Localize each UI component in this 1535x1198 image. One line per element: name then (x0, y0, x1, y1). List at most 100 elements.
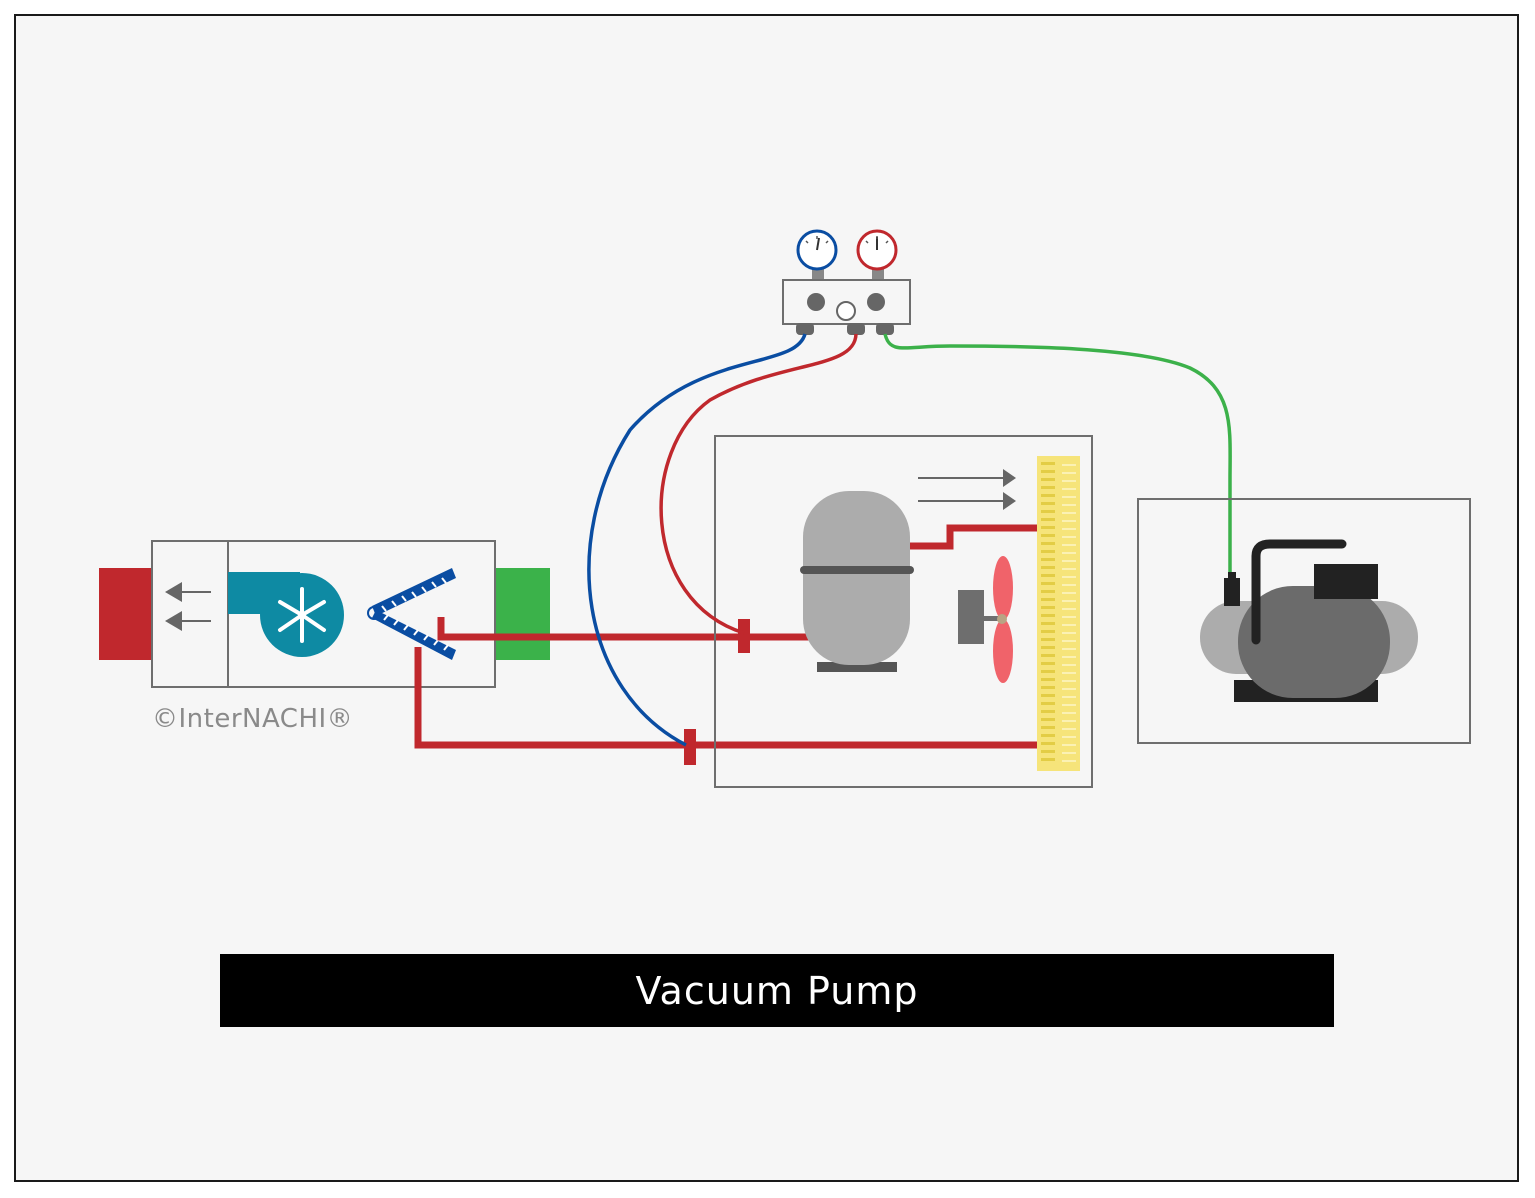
coil-fin (1062, 656, 1076, 658)
coil-fin (1062, 480, 1076, 482)
compressor-icon (800, 491, 914, 672)
coil-fin (1062, 496, 1076, 498)
indoor-air-handler (99, 540, 550, 688)
vacuum-hose (883, 333, 1232, 572)
coil-fin (1062, 648, 1076, 650)
condenser-coil (1037, 456, 1080, 771)
high-side-hose (659, 333, 858, 635)
coil-fin (1041, 462, 1055, 465)
coil-fin (1062, 528, 1076, 530)
coil-fin (1041, 542, 1055, 545)
coil-fin (1041, 486, 1055, 489)
coil-fin (1041, 574, 1055, 577)
manifold-gauge-set (782, 229, 911, 335)
coil-fin (1041, 478, 1055, 481)
coil-fin (1062, 632, 1076, 634)
coil-fin (1041, 470, 1055, 473)
coil-fin (1062, 544, 1076, 546)
coil-fin (1041, 526, 1055, 529)
pressure-gauge-icon (856, 229, 898, 271)
pressure-gauge-icon (796, 229, 838, 271)
supply-plenum (99, 568, 153, 660)
condensing-unit (714, 435, 1093, 788)
coil-fin (1041, 638, 1055, 641)
coil-fin (1062, 464, 1076, 466)
coil-fin (1062, 752, 1076, 754)
suction-service-port (738, 619, 750, 653)
coil-fin (1041, 758, 1055, 761)
condenser-cabinet (714, 435, 1093, 788)
coil-fin (1041, 582, 1055, 585)
coil-fin (1062, 512, 1076, 514)
coil-fin (1062, 728, 1076, 730)
coil-fin (1062, 672, 1076, 674)
coil-fin (1041, 646, 1055, 649)
coil-fin (1041, 614, 1055, 617)
blower-fan-icon (228, 572, 344, 657)
coil-fin (1062, 488, 1076, 490)
coil-fin (1062, 704, 1076, 706)
coil-fin (1062, 600, 1076, 602)
coil-fin (1041, 654, 1055, 657)
coil-fin (1041, 726, 1055, 729)
coil-fin (1041, 622, 1055, 625)
coil-fin (1041, 678, 1055, 681)
coil-fin (1062, 608, 1076, 610)
coil-fin (1041, 694, 1055, 697)
coil-fin (1062, 568, 1076, 570)
coil-fin (1062, 504, 1076, 506)
coil-fin (1041, 566, 1055, 569)
liquid-service-port (684, 729, 696, 765)
vacuum-pump-enclosure (1137, 498, 1471, 744)
coil-fin (1062, 688, 1076, 690)
airflow-arrow-icon (918, 469, 1016, 510)
suction-line (437, 617, 815, 641)
coil-fin (1041, 750, 1055, 753)
coil-fin (1041, 670, 1055, 673)
coil-fin (1062, 640, 1076, 642)
coil-fin (1062, 712, 1076, 714)
coil-fin (1041, 662, 1055, 665)
coil-fin (1041, 710, 1055, 713)
coil-fin (1041, 718, 1055, 721)
coil-fin (1041, 630, 1055, 633)
coil-fin (1062, 576, 1076, 578)
vacuum-pump-icon (1200, 539, 1418, 702)
coil-fin (1062, 584, 1076, 586)
coil-fin (1041, 702, 1055, 705)
coil-fin (1062, 760, 1076, 762)
coil-fin (1062, 744, 1076, 746)
copyright-notice: ©InterNACHI® (152, 704, 354, 734)
coil-fin (1062, 472, 1076, 474)
coil-fin (1041, 590, 1055, 593)
coil-fin (1062, 616, 1076, 618)
liquid-line (414, 647, 1040, 749)
manifold-hoses (587, 333, 1232, 747)
discharge-line (909, 524, 1040, 550)
coil-fin (1062, 624, 1076, 626)
coil-fin (1062, 560, 1076, 562)
vacuum-pump-unit (1137, 498, 1471, 744)
coil-fin (1062, 536, 1076, 538)
low-side-hose (587, 333, 807, 747)
return-plenum (496, 568, 550, 660)
evaporator-coil (367, 568, 456, 660)
condenser-fan-icon (958, 556, 1013, 683)
coil-fin (1062, 664, 1076, 666)
coil-fin (1041, 742, 1055, 745)
coil-fin (1062, 520, 1076, 522)
coil-fin (1041, 606, 1055, 609)
coil-fin (1041, 734, 1055, 737)
coil-fin (1041, 494, 1055, 497)
coil-fin (1041, 518, 1055, 521)
coil-fin (1041, 550, 1055, 553)
coil-fin (1041, 558, 1055, 561)
diagram-title: Vacuum Pump (635, 968, 919, 1013)
coil-fin (1041, 534, 1055, 537)
coil-fin (1062, 696, 1076, 698)
coil-fin (1041, 502, 1055, 505)
coil-fin (1041, 598, 1055, 601)
coil-fin (1041, 510, 1055, 513)
refrigerant-lines (414, 524, 1040, 749)
